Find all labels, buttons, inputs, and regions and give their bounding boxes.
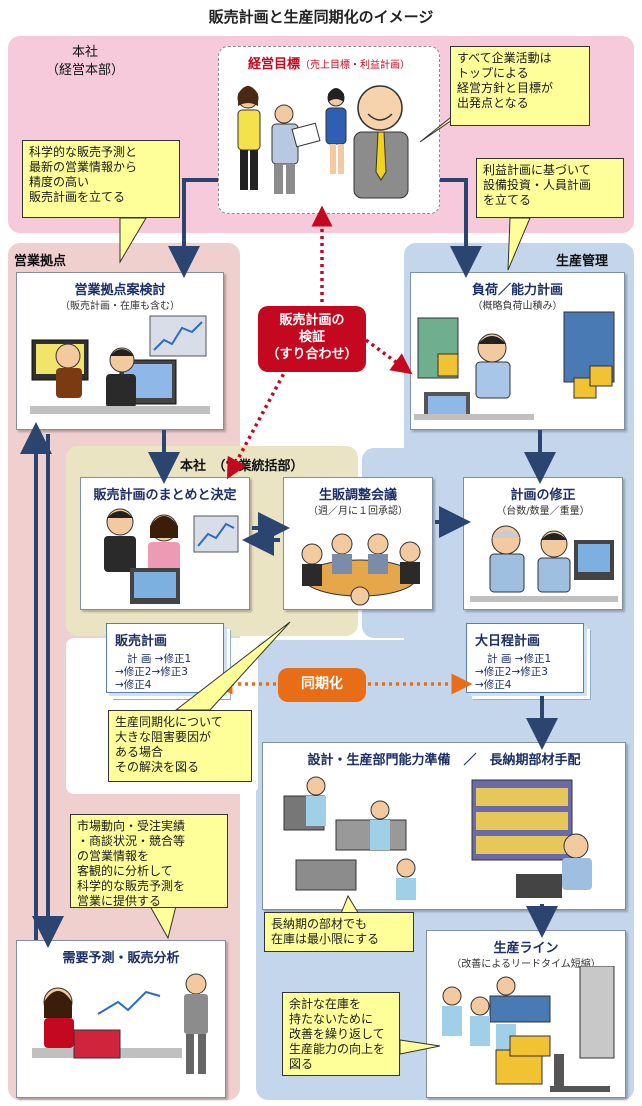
arrow-verify-to-capacity xyxy=(364,338,413,375)
plan-revision-illustration-icon xyxy=(470,525,618,602)
note-line: 持たないために xyxy=(289,1012,374,1026)
card-management-goal-title: 経営目標 xyxy=(247,57,300,72)
callout-tail xyxy=(174,621,291,711)
note-line: 市場動向・受注実績 xyxy=(77,819,186,833)
card-plan-revision-sub: （台数/数量／重量） xyxy=(496,506,590,517)
card-demand-forecast-title: 需要予測・販売分析 xyxy=(62,951,180,966)
note-line: 営業に提供する xyxy=(77,894,162,908)
note-line: 販売計画を立てる xyxy=(29,190,126,204)
doc-master-schedule: 大日程計画 計 画 →修正1 →修正2→修正3 →修正4 xyxy=(466,623,584,693)
note-profit-plan: 利益計画に基づいて 設備投資・人員計画 を立てる xyxy=(476,158,624,218)
note-top-policy: すべて企業活動は トップによる 経営方針と目標が 出発点となる xyxy=(450,46,590,126)
note-line: 改善を繰り返して xyxy=(289,1027,385,1041)
card-production-line-sub: （改善によるリードタイム短縮） xyxy=(451,959,601,970)
note-line: ある場合 xyxy=(115,745,164,759)
note-line: 在庫は最小限にする xyxy=(271,932,380,946)
note-line: 科学的な販売予測を xyxy=(77,879,186,893)
zone-label-hq-sub: （経営本部） xyxy=(45,63,124,78)
callout-tail xyxy=(119,217,147,264)
badge-sync: 同期化 xyxy=(278,668,366,702)
page-title: 販売計画と生産同期化のイメージ xyxy=(208,8,434,26)
design-workshop-illustration-icon xyxy=(283,776,592,900)
note-scientific-forecast: 科学的な販売予測と 最新の営業情報から 精度の高い 販売計画を立てる xyxy=(22,140,180,218)
zone-label-hq-name: 本社 xyxy=(71,45,98,60)
doc-sales-plan-line: 計 画 →修正1 xyxy=(127,653,192,665)
zone-label-sales: 営業拠点 xyxy=(14,254,67,269)
executives-illustration-icon xyxy=(237,85,409,199)
card-plan-revision-title: 計画の修正 xyxy=(510,488,576,503)
callout-tail xyxy=(507,217,531,271)
zone-label-hq: 本社 （経営本部） xyxy=(30,44,140,80)
card-design-prep-title: 設計・生産部門能力準備 ／ 長納期部材手配 xyxy=(307,753,581,768)
note-line: 余計な在庫を xyxy=(289,997,362,1011)
arrow-verify-to-summary xyxy=(227,361,292,480)
meeting-illustration-icon xyxy=(301,533,421,606)
note-line: その解決を図る xyxy=(115,760,200,774)
note-line: 客観的に分析して xyxy=(77,864,173,878)
card-management-goal-header: 経営目標（売上目標・利益計画） xyxy=(219,53,439,72)
zone-label-production: 生産管理 xyxy=(556,254,609,269)
demand-analyst-illustration-icon xyxy=(32,973,208,1074)
doc-master-schedule-line: →修正2→修正3 xyxy=(475,666,548,678)
badge-verification-line: （すり合わせ） xyxy=(266,347,358,362)
sales-summary-illustration-icon xyxy=(104,508,239,604)
production-line-illustration-icon xyxy=(442,966,615,1092)
note-line: 経営方針と目標が xyxy=(457,81,554,95)
card-sales-base-review-title: 営業拠点案検討 xyxy=(74,283,166,298)
note-line: 生産同期化について xyxy=(115,715,223,729)
badge-verification-line: 検証 xyxy=(298,330,325,345)
note-line: 大きな阻害要因が xyxy=(115,730,212,744)
doc-master-schedule-title: 大日程計画 xyxy=(475,634,541,649)
doc-sales-plan-title: 販売計画 xyxy=(115,634,168,649)
note-line: 出発点となる xyxy=(457,96,529,110)
doc-master-schedule-line: →修正4 xyxy=(475,679,512,691)
note-line: すべて企業活動は xyxy=(457,51,552,65)
badge-verification: 販売計画の 検証 （すり合わせ） xyxy=(258,306,366,372)
note-line: 図る xyxy=(289,1057,314,1071)
note-line: の営業情報を xyxy=(77,849,150,863)
callout-tail xyxy=(149,905,177,940)
doc-master-schedule-line: 計 画 →修正1 xyxy=(487,653,552,665)
arrow-goal-to-sales xyxy=(168,178,218,278)
note-line: 精度の高い xyxy=(29,175,90,189)
note-line: を立てる xyxy=(483,193,532,207)
sales-staff-illustration-icon xyxy=(30,315,210,414)
note-line: 最新の営業情報から xyxy=(29,160,138,174)
card-load-capacity-title: 負荷／能力計画 xyxy=(471,283,563,298)
note-line: トップによる xyxy=(457,66,529,80)
note-line: ・商談状況・競合等 xyxy=(77,834,186,848)
note-long-lead: 長納期の部材でも 在庫は最小限にする xyxy=(264,912,414,952)
card-sales-summary-title: 販売計画のまとめと決定 xyxy=(93,488,237,503)
badge-verification-line: 販売計画の xyxy=(279,313,345,328)
doc-sales-plan-line: →修正2→修正3 xyxy=(115,666,188,678)
note-line: 長納期の部材でも xyxy=(271,917,368,931)
note-sync-obstacle: 生産同期化について 大きな阻害要因が ある場合 その解決を図る xyxy=(108,710,252,782)
doc-sales-plan-line: →修正4 xyxy=(115,679,152,691)
card-coordination-meeting-sub: （週／月に１回承認） xyxy=(308,506,408,517)
note-line: 利益計画に基づいて xyxy=(483,163,591,177)
card-sales-base-review-sub: （販売計画・在庫も含む） xyxy=(60,301,180,312)
note-improvement: 余計な在庫を 持たないために 改善を繰り返して 生産能力の向上を 図る xyxy=(282,992,400,1076)
capacity-planner-illustration-icon xyxy=(414,311,615,420)
note-line: 生産能力の向上を xyxy=(289,1042,386,1056)
note-market-analysis: 市場動向・受注実績 ・商談状況・競合等 の営業情報を 客観的に分析して 科学的な… xyxy=(70,814,228,908)
arrow-goal-to-production xyxy=(440,178,482,278)
card-management-goal-sub: （売上目標・利益計画） xyxy=(300,60,410,71)
note-line: 科学的な販売予測と xyxy=(29,145,138,159)
card-coordination-meeting-title: 生販調整会議 xyxy=(318,488,397,503)
card-production-line-title: 生産ライン xyxy=(493,941,559,956)
note-line: 設備投資・人員計画 xyxy=(483,178,592,192)
card-load-capacity-sub: （概略負荷山積み） xyxy=(472,301,563,312)
callout-tail xyxy=(399,1039,441,1055)
doc-sales-plan: 販売計画 計 画 →修正1 →修正2→修正3 →修正4 xyxy=(106,623,224,693)
